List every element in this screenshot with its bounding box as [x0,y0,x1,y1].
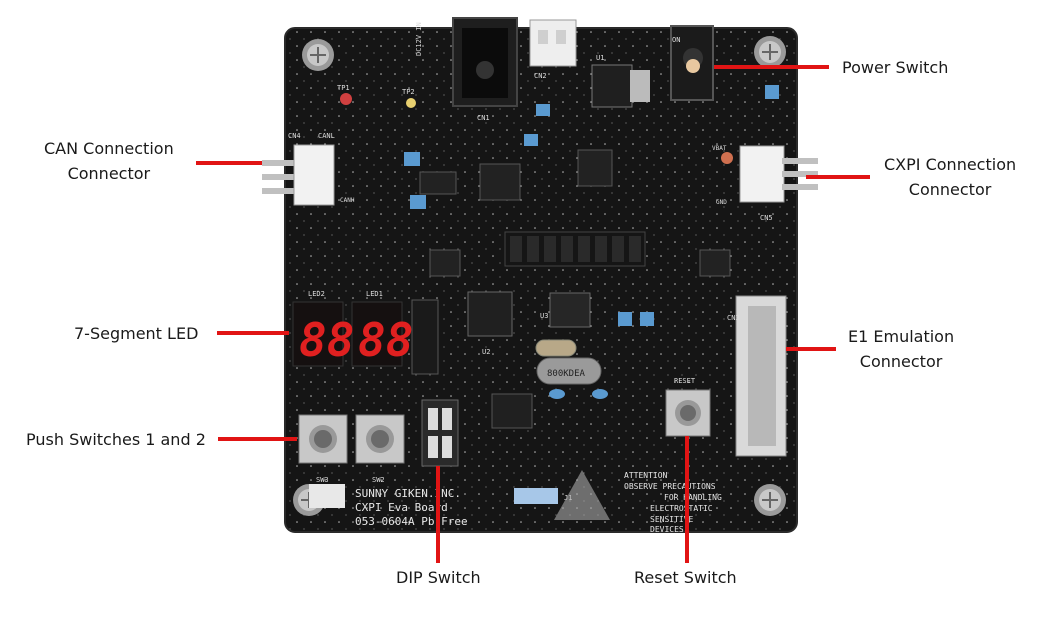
label-e1-line-2: Connector [859,352,943,371]
warning-line-5: SENSITIVE [650,515,694,524]
tp1-text: TP1 [337,84,350,92]
label-reset-switch: Reset Switch [634,568,737,587]
led1-text: LED1 [366,290,383,298]
on-mark-text: ON [672,36,680,44]
jumper-header-row [504,231,646,267]
mounting-screws [293,36,786,516]
label-e1-line-1: E1 Emulation [848,327,955,346]
reset-switch-component: RESET [665,377,711,437]
power-switch-component: ON [670,25,714,101]
label-cxpi-connector-line-2: Connector [908,180,992,199]
screw-top-left [302,39,334,71]
label-cxpi-connector-line-1: CXPI Connection [884,155,1017,174]
cn3-text: CN3 [727,314,740,322]
push-switches-component: SW3 SW2 [298,414,405,484]
ic-chips: U2 U3 [419,149,731,429]
board-name-text: CXPI Eva Board [355,501,448,514]
maker-text: SUNNY GIKEN.INC. [355,487,461,500]
seven-seg-digits-2: 88 [358,313,413,367]
seven-segment-displays: 88 88 LED2 LED1 [292,290,413,367]
gnd-text: GND [716,199,727,206]
part-number-text: 053-0604A Pb-Free [355,515,468,528]
e1-connector-component: CN3 [727,295,787,457]
label-can-connector: CAN Connection Connector [44,136,174,186]
tp2-text: TP2 [402,88,415,96]
crystal-oscillator: 800KDEA [535,339,602,385]
warning-line-3: FOR HANDLING [664,493,722,502]
label-can-connector-line-1: CAN Connection [44,139,174,158]
resistor-network [411,299,439,375]
u1-text: U1 [596,54,604,62]
vbat-text: VBAT [712,145,727,152]
warning-line-4: ELECTROSTATIC [650,504,713,513]
warning-line-1: ATTENTION [624,471,668,480]
dc-in-text: DC12V IN [415,22,423,56]
crystal-text: 800KDEA [547,369,586,379]
seven-seg-digits-1: 88 [299,313,354,367]
screw-top-right [754,36,786,68]
u2-text: U2 [482,348,490,356]
label-can-connector-line-2: Connector [67,164,151,183]
cn2-text: CN2 [534,72,547,80]
screw-bottom-right [754,484,786,516]
label-cxpi-connector: CXPI Connection Connector [884,152,1016,202]
sw2-text: SW2 [372,476,385,484]
led2-text: LED2 [308,290,325,298]
u3-text: U3 [540,312,548,320]
leader-lines [196,65,870,563]
canl-text: CANL [318,132,335,140]
label-seven-segment-led: 7-Segment LED [74,324,199,343]
test-points: TP1 TP2 [337,84,733,164]
canh-text: CANH [340,197,355,204]
dc-power-jack: DC12V IN CN1 [415,17,518,122]
warning-line-2: OBSERVE PRECAUTIONS [624,482,716,491]
reset-mark-text: RESET [674,377,696,385]
warning-line-6: DEVICES [650,525,684,534]
dip-switch-component [421,399,459,467]
label-e1-emulation-connector: E1 Emulation Connector [848,324,954,374]
cxpi-connector-component: VBAT GND CN5 [712,145,818,222]
label-push-switches: Push Switches 1 and 2 [26,430,206,449]
cn5-text: CN5 [760,214,773,222]
label-dip-switch: DIP Switch [396,568,481,587]
sw3-text: SW3 [316,476,329,484]
white-header-cn2: CN2 [529,19,577,80]
label-power-switch: Power Switch [842,58,949,77]
can-connector-component: CN4 CANL CANH [262,132,355,206]
regulator-u1: U1 [591,54,650,108]
cn4-text: CN4 [288,132,301,140]
cn1-text: CN1 [477,114,490,122]
